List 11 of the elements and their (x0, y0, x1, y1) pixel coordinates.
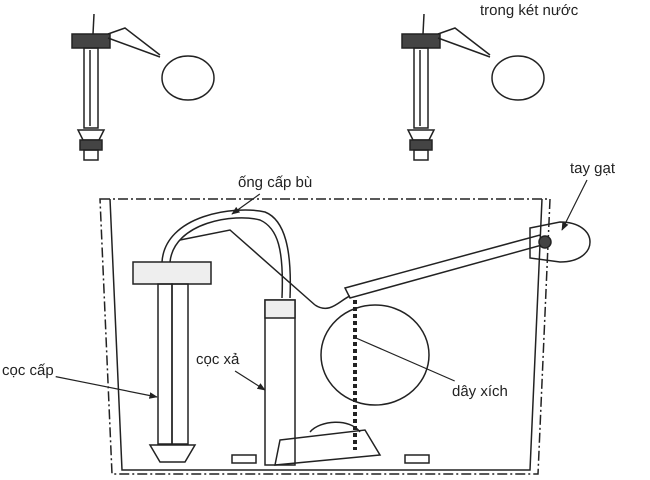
leader-line (231, 194, 260, 214)
leader-line (56, 376, 158, 399)
leader-line (234, 370, 266, 390)
leader-line (561, 180, 588, 231)
note-text: trong két nước (480, 2, 578, 20)
part-label: cọc cấp (2, 362, 54, 380)
part-label: cọc xả (196, 351, 240, 369)
leader-line (356, 337, 455, 382)
part-label: tay gạt (570, 160, 616, 178)
part-label: ống cấp bù (238, 174, 312, 192)
part-label: dây xích (452, 383, 508, 401)
